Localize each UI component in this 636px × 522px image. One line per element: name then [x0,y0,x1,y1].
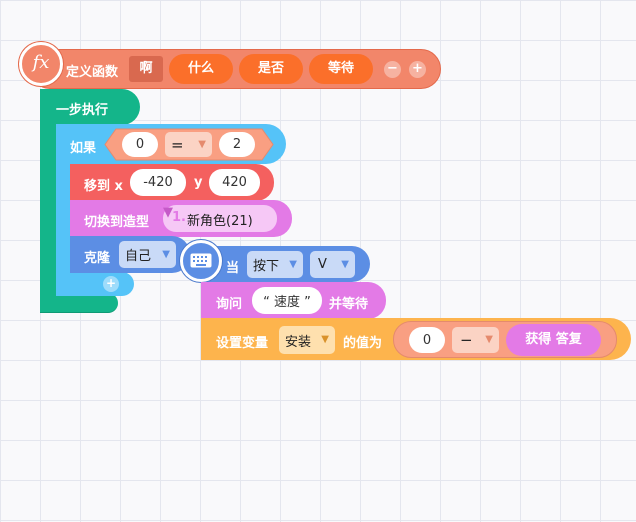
step-execute-block[interactable] [40,89,140,125]
step-execute-arm [40,120,57,296]
and-wait-label: 并等待 [329,297,369,312]
costume-dropdown[interactable]: 1. 新角色(21) ▼ [163,205,277,232]
when-label: 当 [226,261,240,276]
define-function-label: 定义函数 [66,65,119,80]
keyboard-icon [190,253,212,268]
subtract-operator-dropdown[interactable]: − ▼ [452,327,499,353]
if-label: 如果 [70,141,97,156]
get-answer-reporter[interactable]: 获得 答复 [506,324,601,356]
chevron-down-icon: ▼ [321,334,329,345]
y-input[interactable]: 420 [209,169,260,196]
switch-costume-label: 切换到造型 [84,215,150,230]
chevron-down-icon: ▼ [289,258,297,270]
keyboard-icon-badge [180,240,222,282]
clone-target-dropdown[interactable]: 自己 ▼ [119,241,176,268]
question-input[interactable]: “ 速度 ” [252,287,322,314]
param-whether[interactable]: 是否 [239,54,303,84]
param-what[interactable]: 什么 [169,54,233,84]
function-name-field[interactable]: 啊 [129,56,163,82]
variable-dropdown[interactable]: 安装 ▼ [279,326,335,354]
chevron-down-icon: ▼ [341,258,349,270]
step-execute-foot [40,293,118,313]
set-variable-label: 设置变量 [216,336,269,351]
chevron-down-icon: ▼ [163,205,173,220]
ask-label: 询问 [216,297,243,312]
clone-label: 克隆 [84,251,111,266]
condition-right-input[interactable]: 2 [219,132,255,157]
operator-dropdown[interactable]: = ▼ [165,132,212,157]
remove-param-button[interactable]: − [384,61,401,78]
if-block-foot [56,272,134,296]
key-dropdown[interactable]: V ▼ [310,251,355,278]
add-param-button[interactable]: + [409,61,426,78]
x-input[interactable]: -420 [130,169,186,196]
key-event-dropdown[interactable]: 按下 ▼ [247,251,303,278]
y-label: y [194,175,203,190]
condition-left-input[interactable]: 0 [122,132,158,157]
param-wait[interactable]: 等待 [309,54,373,84]
operator-left-input[interactable]: 0 [409,327,445,353]
value-is-label: 的值为 [343,336,383,351]
step-execute-label: 一步执行 [56,103,109,118]
move-to-x-label: 移到 x [84,179,123,194]
fx-icon: fx [19,42,63,86]
if-block-arm [56,160,71,275]
chevron-down-icon: ▼ [162,248,170,260]
chevron-down-icon: ▼ [485,334,493,345]
add-else-button[interactable]: + [103,276,119,292]
chevron-down-icon: ▼ [198,138,206,150]
